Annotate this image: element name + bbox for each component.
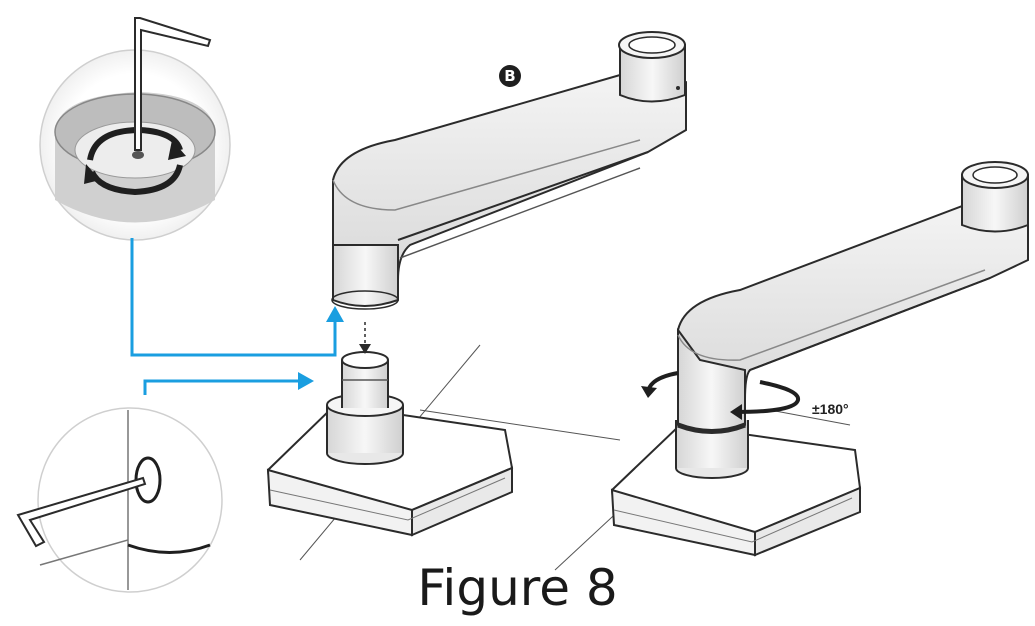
rotation-arrows-icon xyxy=(641,371,800,420)
arm-right xyxy=(676,161,1029,434)
detail-circle-bottom xyxy=(16,407,223,593)
blue-leader-arrows xyxy=(130,238,344,395)
rotation-angle-label: ±180° xyxy=(812,401,849,417)
part-badge: B xyxy=(499,65,521,87)
figure-caption: Figure 8 xyxy=(417,559,618,617)
part-badge-label: B xyxy=(504,67,515,85)
base-plate-right xyxy=(610,420,862,557)
base-post-left xyxy=(326,322,404,465)
arm-b xyxy=(331,31,687,310)
detail-circle-top xyxy=(39,17,231,241)
